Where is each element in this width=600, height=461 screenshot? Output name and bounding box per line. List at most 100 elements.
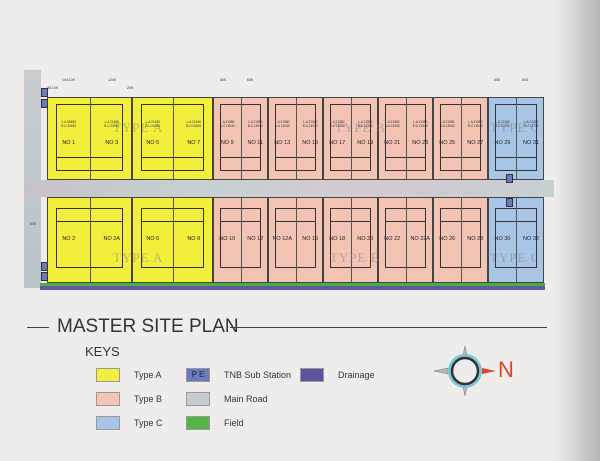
- unit-number: NO 17: [329, 140, 346, 146]
- unit-lot: NO 2A: [91, 198, 134, 282]
- type-c-label: TYPE C: [490, 120, 541, 135]
- drainage-strip: [40, 286, 545, 290]
- unit-lot: NO 32: [517, 198, 545, 282]
- building-divider: [441, 157, 480, 158]
- unit-lot: NO 12: [242, 198, 270, 282]
- building-divider: [386, 221, 425, 222]
- unit-built-up: B.U 14940: [439, 124, 455, 128]
- unit-lot: NO 12A: [269, 198, 297, 282]
- dimension: 605: [247, 78, 253, 82]
- unit-lot: NO 10: [214, 198, 242, 282]
- legend-swatch: P E: [186, 368, 210, 382]
- unit-number: NO 21: [384, 140, 401, 146]
- legend-label: Type C: [134, 418, 163, 428]
- unit-built-up: B.U 14940: [274, 124, 290, 128]
- page-title: MASTER SITE PLAN: [57, 316, 239, 337]
- building-divider: [221, 157, 260, 158]
- unit-number: NO 8: [187, 236, 201, 242]
- unit-built-up: B.U 14940: [247, 124, 263, 128]
- building-footprint: [220, 208, 261, 268]
- unit-land-area: L.A 21580: [468, 120, 483, 124]
- unit-land-area: L.A 21580: [220, 120, 235, 124]
- unit-land-area: L.A 21260: [495, 120, 510, 124]
- compass-north-label: N: [498, 357, 514, 382]
- tnb-substation-marker: [41, 262, 48, 271]
- plot-b: NO 12A NO 16: [268, 197, 323, 283]
- unit-built-up: B.U 14940: [302, 124, 318, 128]
- legend-label: Type B: [134, 394, 163, 404]
- building-divider: [142, 221, 203, 222]
- building-divider: [441, 221, 480, 222]
- type-a-label: TYPE A: [113, 120, 164, 135]
- unit-lot: NO 6: [133, 198, 174, 282]
- building-divider: [57, 221, 122, 222]
- unit-land-area: L.A 21580: [275, 120, 290, 124]
- unit-number: NO 5: [146, 140, 160, 146]
- building-footprint: [141, 104, 204, 171]
- unit-built-up: B.U 24651: [145, 124, 161, 128]
- dimension: 1249: [108, 78, 116, 82]
- dimension: 605: [30, 222, 36, 226]
- compass: N: [432, 345, 522, 397]
- unit-land-area: L.A 21260: [523, 120, 539, 124]
- legend-label: TNB Sub Station: [224, 370, 292, 380]
- unit-number: NO 7: [187, 140, 201, 146]
- type-b-label: TYPE B: [330, 250, 381, 265]
- building-footprint: [275, 208, 316, 268]
- legend-label: Drainage: [338, 370, 375, 380]
- unit-built-up: B.U 13740: [494, 124, 511, 128]
- building-divider: [276, 221, 315, 222]
- plot-a: NO 2 NO 2A: [47, 197, 132, 283]
- unit-number: NO 31: [523, 140, 539, 146]
- unit-number: NO 16: [302, 236, 319, 242]
- building-divider: [386, 157, 425, 158]
- tnb-substation-marker: [506, 174, 513, 183]
- legend-label: Type A: [134, 370, 162, 380]
- dimension: 605: [494, 78, 500, 82]
- building-footprint: [275, 104, 316, 171]
- unit-land-area: L.A 21496: [186, 120, 201, 124]
- building-footprint: [56, 208, 123, 268]
- building-divider: [57, 157, 122, 158]
- unit-number: NO 12A: [272, 236, 293, 242]
- side-road: [24, 70, 41, 288]
- unit-lot: NO 2: [48, 198, 91, 282]
- unit-number: NO 10: [219, 236, 236, 242]
- dimension: 605: [220, 78, 226, 82]
- unit-built-up: B.U 24651: [186, 124, 202, 128]
- unit-land-area: L.A 21580: [385, 120, 400, 124]
- legend-swatch-mark: P E: [191, 370, 205, 379]
- unit-land-area: L.A 21580: [358, 120, 373, 124]
- legend-label: Field: [224, 418, 244, 428]
- building-footprint: [330, 208, 371, 268]
- building-divider: [276, 157, 315, 158]
- keys-heading: KEYS: [85, 344, 120, 359]
- building-footprint: [440, 104, 481, 171]
- legend-label: Main Road: [224, 394, 268, 404]
- dimension: 45.109: [47, 86, 58, 90]
- unit-number: NO 30: [494, 236, 511, 242]
- legend-swatch: [96, 368, 120, 382]
- unit-lot: NO 18: [324, 198, 352, 282]
- unit-number: NO 2: [62, 236, 76, 242]
- unit-number: NO 3: [105, 140, 119, 146]
- legend-swatch: [186, 416, 210, 430]
- unit-land-area: L.A 21496: [104, 120, 119, 124]
- building-footprint: [385, 104, 426, 171]
